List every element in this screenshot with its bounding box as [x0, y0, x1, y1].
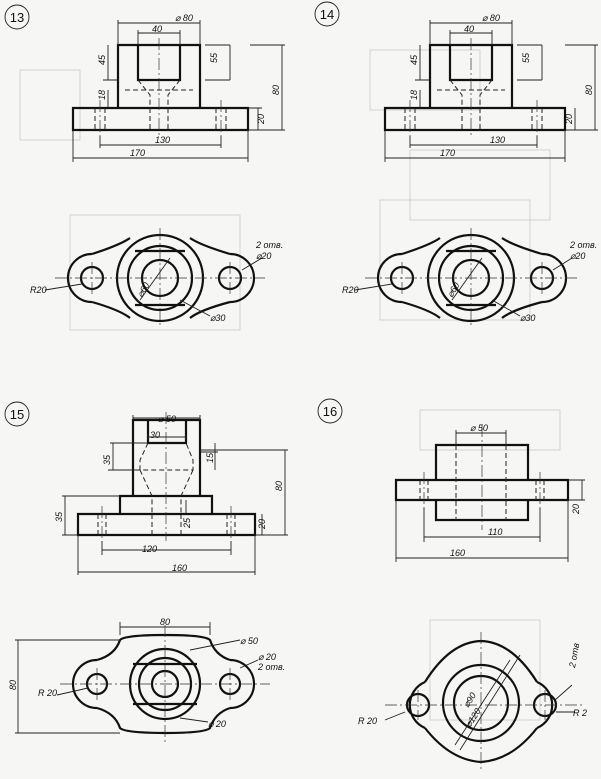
holes-note: 2 отв.	[569, 240, 597, 250]
holes-note: 2 отв.	[257, 662, 285, 672]
dim-r20-right: R 2	[573, 708, 587, 718]
dim-dia20: ⌀20	[570, 251, 585, 261]
drawing-16: 16 ⌀ 50 110 160 20 2 отв	[317, 398, 587, 772]
top-view: 2 отв R 20 R 2 ⌀90 ⌀120	[358, 632, 587, 772]
dim-dia20-bore: ⌀ 20	[208, 719, 226, 729]
dim-dia80: ⌀ 80	[175, 13, 193, 23]
dim-dia20-holes: ⌀ 20	[258, 652, 276, 662]
dim-120: 120	[142, 544, 157, 554]
front-view: ⌀ 80 40 45 55 18 80 20 130 170	[71, 13, 285, 162]
drawing-number-badge	[4, 4, 30, 30]
dim-25: 25	[182, 517, 192, 529]
dim-35-top: 35	[102, 454, 112, 465]
dim-dia60: ⌀60	[135, 281, 151, 299]
drawing-13: 13 ⌀ 80 40 45 55 18 80 20 130 170	[4, 4, 285, 328]
drawing-14: 14 ⌀ 80 40 45 55 18 80 20 130 170	[314, 1, 598, 328]
dim-40: 40	[152, 24, 162, 34]
drawing-number-badge	[314, 1, 340, 27]
dim-80-height: 80	[8, 680, 18, 690]
dim-45: 45	[409, 54, 419, 65]
drawing-number: 14	[320, 7, 334, 22]
front-view: ⌀ 50 30 35 15 80 35 25 20 120 160	[54, 412, 288, 575]
dim-15: 15	[205, 452, 215, 463]
front-view: ⌀ 50 110 160 20	[394, 423, 585, 562]
dim-160: 160	[450, 548, 465, 558]
dim-dia30: ⌀30	[520, 313, 535, 323]
top-view: 2 отв. ⌀20 R20 ⌀30 ⌀60	[342, 228, 597, 328]
dim-r20: R20	[30, 285, 47, 295]
drawing-number: 16	[323, 404, 337, 419]
dim-170: 170	[440, 148, 455, 158]
drawing-number: 15	[10, 407, 24, 422]
dim-dia80: ⌀ 80	[482, 13, 500, 23]
dim-55: 55	[209, 52, 219, 63]
dim-160: 160	[172, 563, 187, 573]
drawing-number: 13	[10, 10, 24, 25]
dim-dia30: ⌀30	[210, 313, 225, 323]
top-view: 80 80 ⌀ 50 ⌀ 20 2 отв. R 20 ⌀ 20	[8, 617, 285, 745]
dim-18: 18	[409, 90, 419, 100]
dim-20: 20	[257, 519, 267, 530]
dim-r20: R 20	[38, 688, 57, 698]
dim-r20: R20	[342, 285, 359, 295]
dim-18: 18	[97, 90, 107, 100]
dim-r20-left: R 20	[358, 716, 377, 726]
dim-80: 80	[271, 85, 281, 95]
front-view: ⌀ 80 40 45 55 18 80 20 130 170	[383, 13, 598, 162]
dim-20: 20	[564, 114, 574, 125]
holes-note: 2 отв	[567, 642, 581, 669]
dim-dia90: ⌀90	[461, 691, 478, 709]
dim-20: 20	[571, 504, 581, 515]
dim-40: 40	[464, 24, 474, 34]
dim-dia50: ⌀ 50	[470, 423, 488, 433]
drawing-number-badge	[317, 398, 343, 424]
drawing-15: 15 ⌀ 50 30 35 15 80 35 25	[4, 401, 288, 745]
dim-170: 170	[130, 148, 145, 158]
dim-130: 130	[490, 135, 505, 145]
dim-30: 30	[150, 430, 160, 440]
dim-80: 80	[584, 85, 594, 95]
dim-dia20: ⌀20	[256, 251, 271, 261]
dim-20: 20	[256, 114, 266, 125]
dim-130: 130	[155, 135, 170, 145]
ghost-lines	[19, 49, 561, 721]
dim-80-width: 80	[160, 617, 170, 627]
holes-note: 2 отв.	[255, 240, 283, 250]
dim-dia50: ⌀ 50	[158, 414, 176, 424]
dim-dia60: ⌀60	[445, 281, 461, 299]
dim-45: 45	[97, 54, 107, 65]
drawing-number-badge	[4, 401, 30, 427]
dim-55: 55	[521, 52, 531, 63]
top-view: 2 отв. ⌀20 R20 ⌀30 ⌀60	[30, 228, 283, 328]
dim-35-side: 35	[54, 511, 64, 522]
dim-80: 80	[274, 481, 284, 491]
dim-110: 110	[488, 527, 502, 537]
dim-dia50: ⌀ 50	[240, 636, 258, 646]
